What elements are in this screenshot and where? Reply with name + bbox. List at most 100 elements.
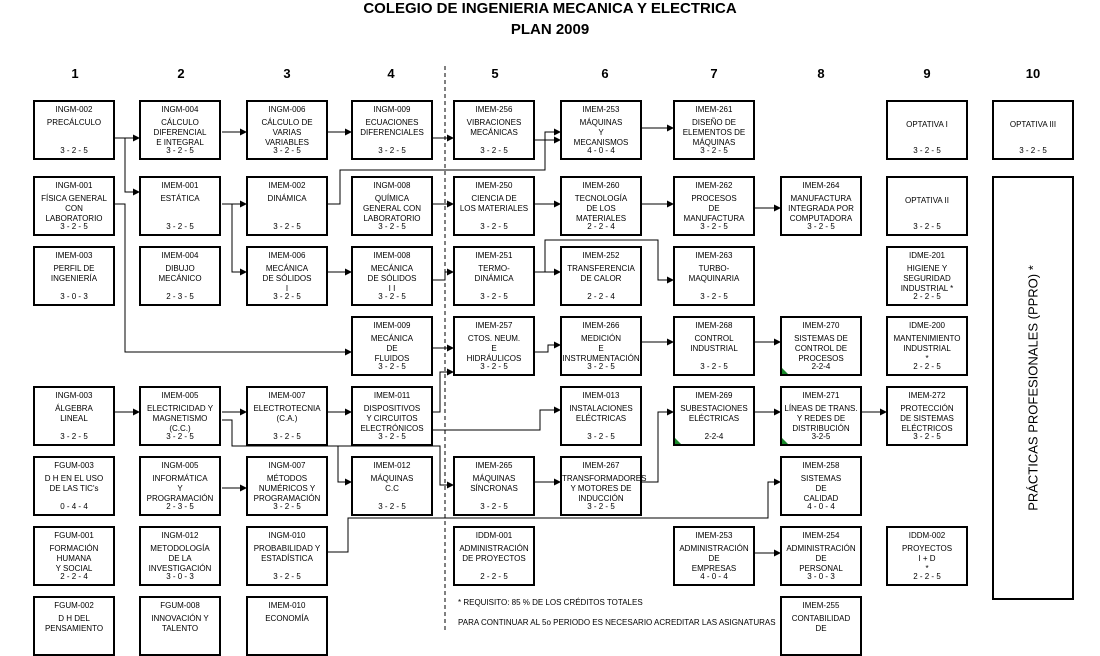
prerequisite-arrow (328, 478, 781, 553)
course-code: IMEM-260 (582, 181, 620, 190)
course-code: IMEM-010 (268, 601, 306, 610)
column-number-8: 8 (817, 66, 825, 81)
course-name: SUBESTACIONES ELÉCTRICAS (680, 404, 748, 423)
course-hours: 3 - 2 - 5 (700, 292, 728, 301)
course-name: INFORMÁTICA Y PROGRAMACIÓN (146, 474, 214, 503)
course-hours: 3 - 2 - 5 (273, 432, 301, 441)
course-hours: 0 - 4 - 4 (60, 502, 88, 511)
course-hours: 3 - 2 - 5 (913, 146, 941, 155)
diagram-title: COLEGIO DE INGENIERIA MECANICA Y ELECTRI… (363, 0, 737, 17)
course-hours: 4 - 0 - 4 (700, 572, 728, 581)
course-name: TURBO- MAQUINARIA (688, 264, 740, 283)
course-name: MEDICIÓN E INSTRUMENTACIÓN (562, 334, 640, 363)
course-code: IMEM-012 (373, 461, 411, 470)
course-name: CÁLCULO DE VARIAS VARIABLES (261, 118, 313, 147)
course-hours: 3 - 2 - 5 (378, 432, 406, 441)
course-hours: 3 - 2 - 5 (60, 432, 88, 441)
course-box-c10r1: OPTATIVA III 3 - 2 - 5 (992, 100, 1074, 160)
course-code: IMEM-257 (475, 321, 513, 330)
course-hours: 3 - 2 - 5 (1019, 146, 1047, 155)
course-name: TERMO- DINÁMICA (474, 264, 514, 283)
course-name: QUÍMICA GENERAL CON LABORATORIO (363, 194, 421, 223)
course-name: TRANSFORMADORES Y MOTORES DE INDUCCIÓN (562, 474, 647, 503)
course-code: IMEM-253 (695, 531, 733, 540)
course-hours: 3 - 2 - 5 (378, 222, 406, 231)
course-name: PROCESOS DE MANUFACTURA (683, 194, 745, 223)
course-hours: 3 - 2 - 5 (166, 222, 194, 231)
column-number-3: 3 (283, 66, 291, 81)
prerequisite-arrow (115, 137, 140, 196)
course-name: ELECTROTECNIA (C.A.) (253, 404, 321, 423)
course-hours: 3 - 2 - 5 (378, 146, 406, 155)
course-name: PROTECCIÓN DE SISTEMAS ELÉCTRICOS (900, 404, 954, 433)
course-code: IMEM-268 (695, 321, 733, 330)
ppro-box: PRÁCTICAS PROFESIONALES (PPRO) * (992, 176, 1074, 600)
note-continuar: PARA CONTINUAR AL 5o PERIODO ES NECESARI… (458, 618, 776, 627)
course-name: OPTATIVA III (1009, 120, 1057, 129)
course-hours: 3 - 2 - 5 (273, 222, 301, 231)
course-name: FÍSICA GENERAL CON LABORATORIO (41, 194, 107, 223)
course-name: CTOS. NEUM. E HIDRÁULICOS (466, 334, 522, 363)
prerequisite-arrow (115, 203, 352, 356)
course-code: INGM-003 (55, 391, 93, 400)
course-hours: 2 - 3 - 5 (166, 502, 194, 511)
course-name: ADMINISTRACIÓN DE EMPRESAS (679, 544, 749, 573)
course-name: CONTROL INDUSTRIAL (690, 334, 738, 353)
column-number-2: 2 (177, 66, 185, 81)
course-name: DIBUJO MECÁNICO (158, 264, 202, 283)
course-name: LÍNEAS DE TRANS. Y REDES DE DISTRIBUCIÓN (784, 404, 858, 433)
course-code: FGUM-001 (54, 531, 94, 540)
course-code: IMEM-272 (908, 391, 946, 400)
course-code: INGM-001 (55, 181, 93, 190)
course-name: ELECTRICIDAD Y MAGNETISMO (C.C.) (146, 404, 214, 433)
connector-lines (115, 66, 887, 630)
course-code: IMEM-271 (802, 391, 840, 400)
course-code: INGM-006 (268, 105, 306, 114)
course-code: IMEM-258 (802, 461, 840, 470)
course-code: INGM-002 (55, 105, 93, 114)
course-code: IMEM-250 (475, 181, 513, 190)
green-marker-icon (675, 438, 681, 444)
course-name: CIENCIA DE LOS MATERIALES (459, 194, 529, 213)
course-code: INGM-007 (268, 461, 306, 470)
course-code: INGM-010 (268, 531, 306, 540)
course-hours: 3 - 2 - 5 (60, 222, 88, 231)
course-name: DINÁMICA (267, 194, 307, 203)
course-hours: 3 - 2 - 5 (700, 222, 728, 231)
course-code: IDME-200 (908, 321, 945, 330)
course-name: FORMACIÓN HUMANA Y SOCIAL (49, 544, 99, 573)
course-code: IMEM-261 (695, 105, 733, 114)
course-name: ÁLGEBRA LINEAL (55, 404, 93, 423)
course-name: ECONOMÍA (265, 614, 309, 623)
course-code: FGUM-003 (54, 461, 94, 470)
course-code: FGUM-002 (54, 601, 94, 610)
course-code: IMEM-004 (161, 251, 199, 260)
course-name: MECÁNICA DE SÓLIDOS I (262, 264, 312, 293)
course-hours: 3 - 2 - 5 (480, 502, 508, 511)
column-number-6: 6 (601, 66, 609, 81)
course-code: INGM-008 (373, 181, 411, 190)
course-hours: 2 - 2 - 5 (913, 292, 941, 301)
